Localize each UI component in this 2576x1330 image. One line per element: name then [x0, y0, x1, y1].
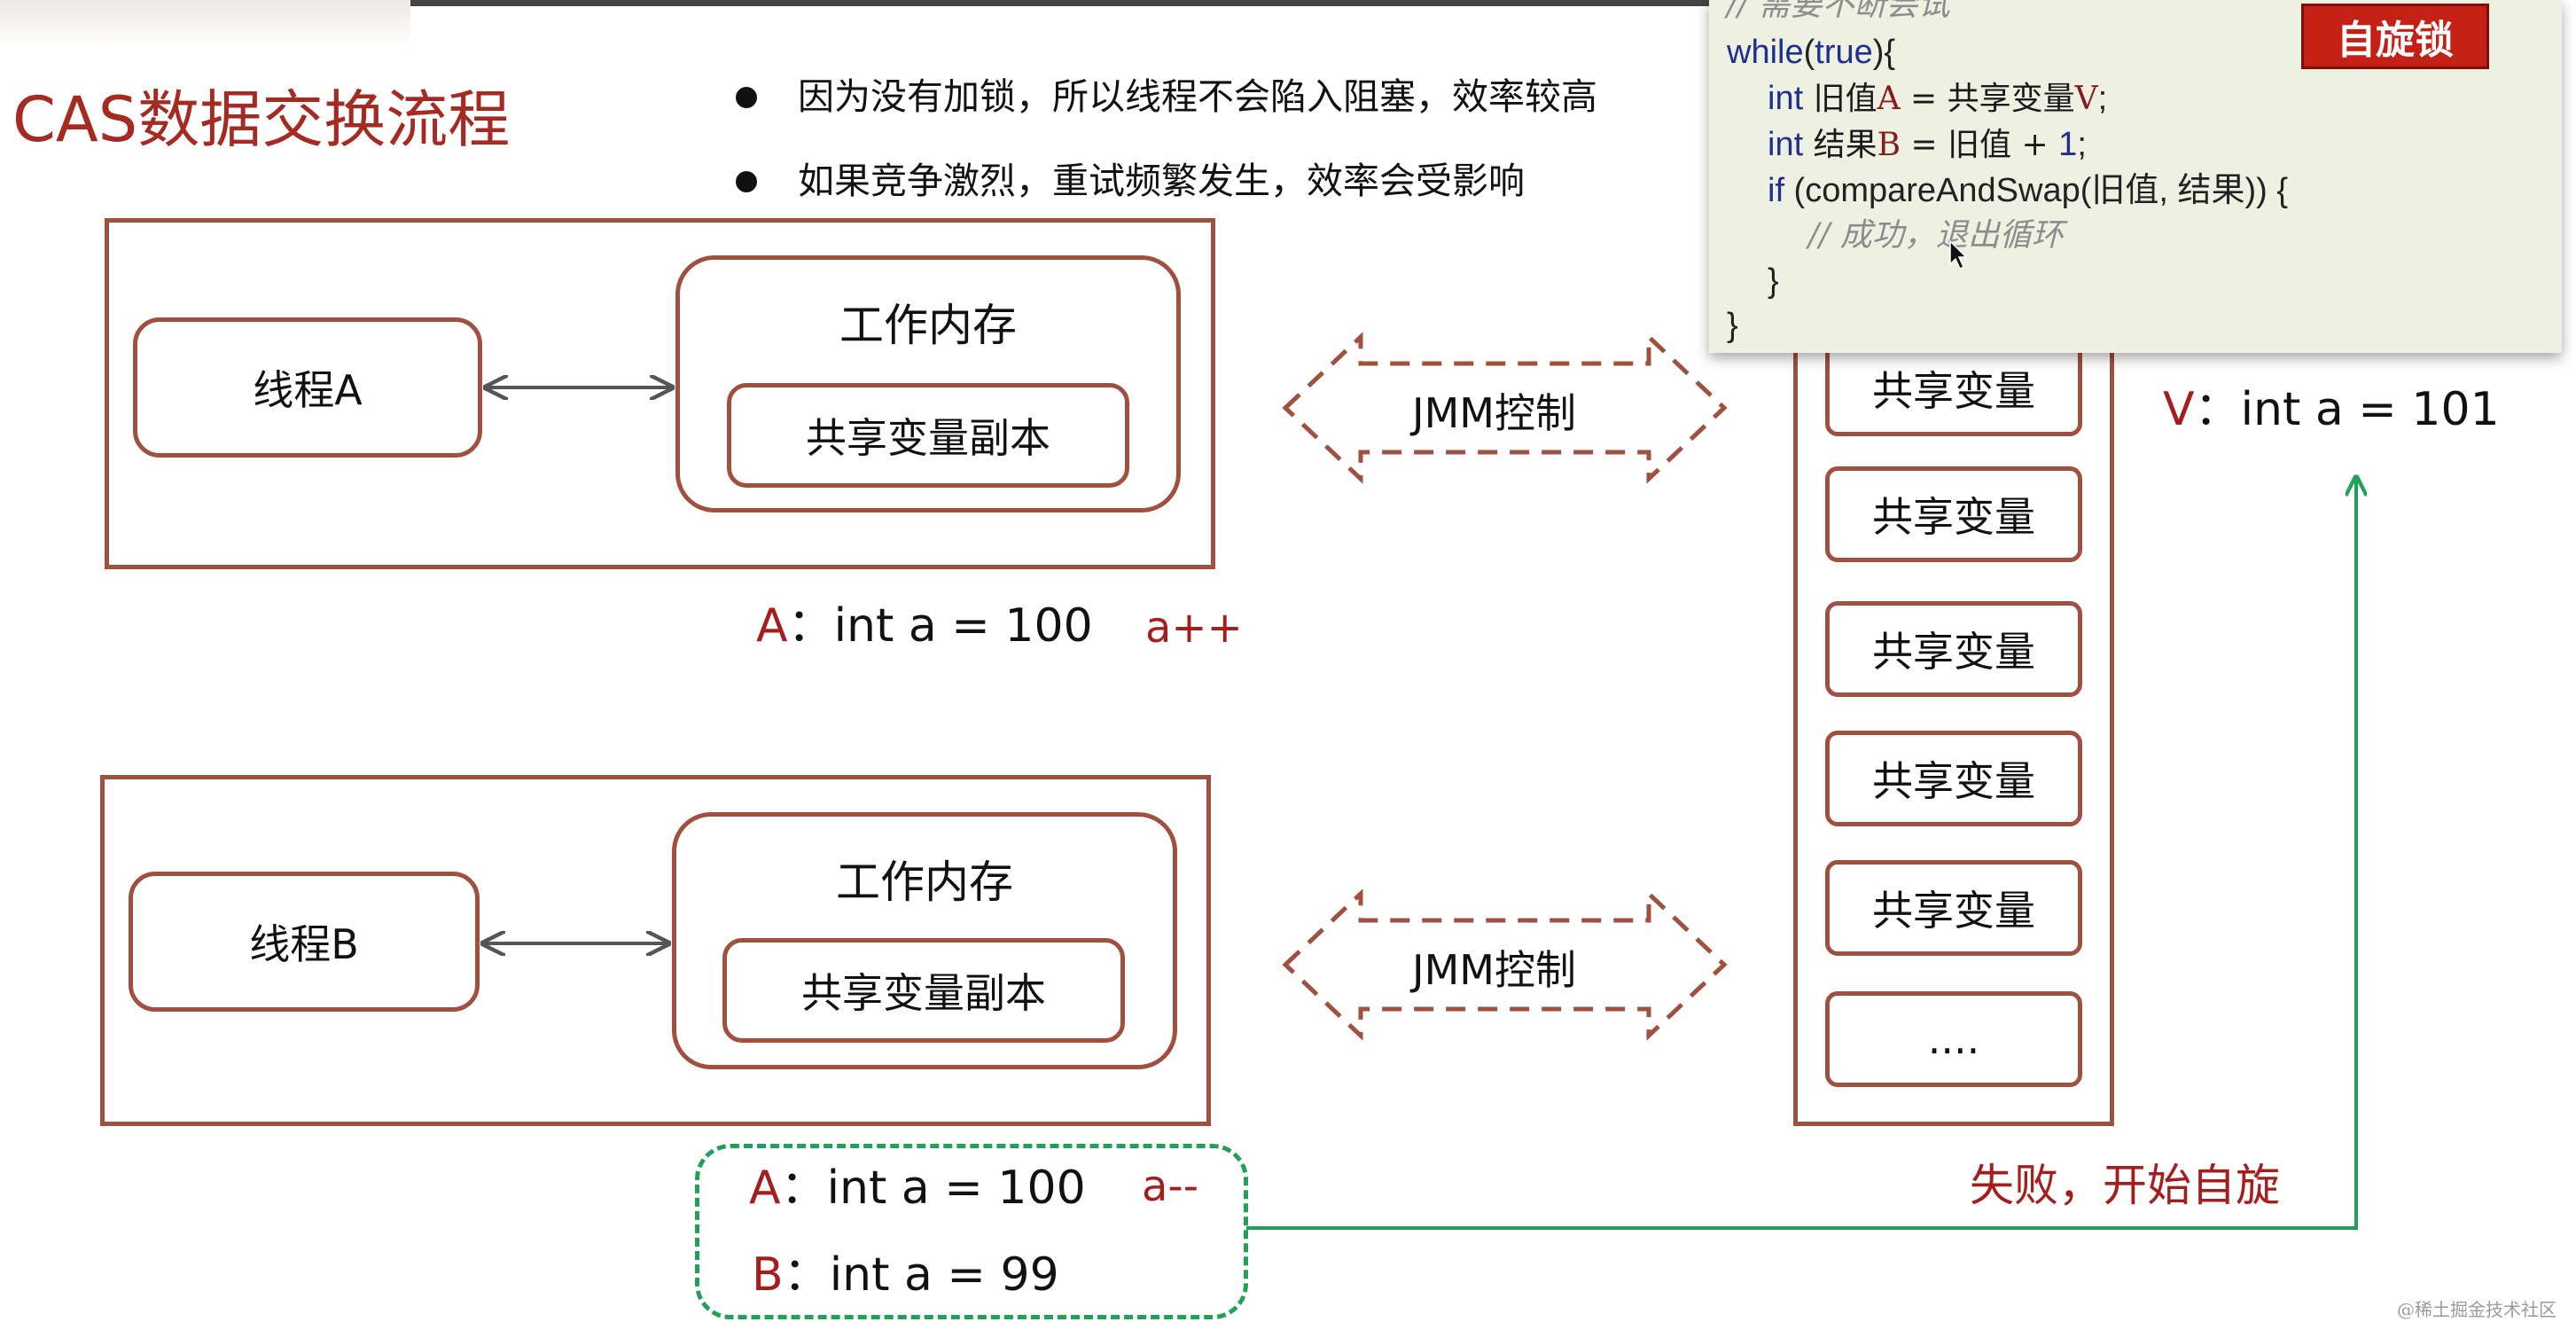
- code-line-if: if (compareAndSwap(旧值, 结果)) {: [1768, 174, 2288, 207]
- jmm-label-b: JMM控制: [1412, 946, 1576, 994]
- shared-variable-box: 共享变量: [1825, 860, 2082, 956]
- thread-a-box: 线程A: [133, 317, 482, 458]
- code-if-condition: (compareAndSwap(旧值, 结果)) {: [1784, 172, 2289, 209]
- thread-b-box: 线程B: [129, 872, 480, 1012]
- shared-variable-box: 共享变量: [1825, 466, 2082, 562]
- fail-spin-label: 失败，开始自旋: [1970, 1160, 2280, 1211]
- thread-b-label: 线程B: [249, 920, 359, 968]
- green-a-prefix: A: [749, 1162, 781, 1215]
- bullet-text: 因为没有加锁，所以线程不会陷入阻塞，效率较高: [798, 75, 1597, 118]
- shared-copy-label: 共享变量副本: [806, 414, 1050, 462]
- code-line-while-close: }: [1727, 307, 1738, 344]
- thread-b-shared-copy: 共享变量副本: [722, 938, 1125, 1043]
- shared-variable-label: 共享变量: [1872, 887, 2035, 935]
- main-memory-value-text: ：int a = 101: [2194, 383, 2500, 436]
- code-comment-text: // 需要不断尝试: [1727, 0, 1950, 23]
- code-comment-top: // 需要不断尝试: [1727, 0, 1950, 21]
- shared-variable-label: 共享变量: [1872, 493, 2035, 541]
- failed-values-box: [695, 1144, 1248, 1319]
- jmm-arrow-a: [1282, 332, 1728, 484]
- code-var-suffix: V: [2074, 81, 2098, 117]
- code-semicolon: ;: [2097, 80, 2108, 117]
- green-a-value-text: ：int a = 100: [780, 1162, 1086, 1215]
- bullet-dot-icon: [736, 171, 757, 192]
- jmm-label-a: JMM控制: [1412, 389, 1576, 437]
- code-brace: ){: [1872, 34, 1896, 71]
- page-title: CAS数据交换流程: [12, 83, 511, 156]
- shared-variable-label: ....: [1927, 1015, 1980, 1063]
- code-while-keyword: while: [1727, 34, 1804, 71]
- code-line-old-value: int 旧值A = 共享变量V;: [1768, 82, 2107, 115]
- code-line-if-close: }: [1768, 262, 1779, 300]
- main-memory-prefix: V: [2163, 383, 2195, 436]
- bullet-item: 如果竞争激烈，重试频繁发生，效率会受影响: [736, 139, 1597, 223]
- code-var-suffix: A: [1877, 81, 1901, 117]
- top-shade: [0, 0, 410, 49]
- code-true-keyword: true: [1815, 34, 1873, 71]
- code-var-name: 结果: [1803, 127, 1877, 163]
- thread-a-value: A：int a = 100: [756, 603, 1093, 649]
- green-b-value-text: ：int a = 99: [783, 1248, 1059, 1302]
- shared-variable-box: 共享变量: [1825, 731, 2082, 826]
- thread-a-op: a++: [1145, 603, 1243, 653]
- mouse-cursor-icon: [1949, 239, 1968, 270]
- green-a-value: A：int a = 100: [749, 1165, 1086, 1211]
- working-memory-title: 工作内存: [836, 857, 1013, 908]
- shared-variable-box: 共享变量: [1825, 601, 2082, 697]
- thread-a-prefix: A: [756, 599, 788, 653]
- code-paren: (: [1803, 34, 1815, 71]
- code-line-while: while(true){: [1727, 35, 1895, 69]
- bullet-dot-icon: [736, 87, 757, 108]
- shared-variable-label: 共享变量: [1872, 757, 2035, 805]
- green-b-value: B：int a = 99: [752, 1252, 1059, 1298]
- green-b-prefix: B: [752, 1248, 784, 1302]
- fail-connector-arrow: [1246, 477, 2356, 1230]
- code-if-keyword: if: [1768, 172, 1784, 209]
- jmm-arrow-b: [1282, 888, 1728, 1041]
- shared-variable-box: 共享变量: [1825, 340, 2082, 436]
- code-assign: = 共享变量: [1900, 81, 2075, 117]
- bullet-item: 因为没有加锁，所以线程不会陷入阻塞，效率较高: [736, 55, 1597, 139]
- code-line-success-comment: // 成功，退出循环: [1808, 218, 2064, 252]
- code-int-keyword: int: [1768, 126, 1804, 163]
- thread-a-shared-copy: 共享变量副本: [727, 383, 1129, 488]
- code-var-name: 旧值: [1803, 81, 1877, 117]
- code-semicolon: ;: [2077, 126, 2087, 163]
- shared-variable-label: 共享变量: [1872, 367, 2035, 415]
- working-memory-title: 工作内存: [839, 300, 1017, 351]
- shared-variable-label: 共享变量: [1872, 628, 2035, 676]
- top-bar: [410, 0, 1722, 6]
- shared-variable-box-more: ....: [1825, 991, 2082, 1087]
- code-comment-text: // 成功，退出循环: [1808, 217, 2064, 254]
- code-var-suffix: B: [1877, 127, 1901, 163]
- code-line-result: int 结果B = 旧值 + 1;: [1768, 128, 2087, 161]
- main-memory-value: V：int a = 101: [2163, 387, 2500, 433]
- spin-lock-badge: 自旋锁: [2301, 4, 2489, 69]
- watermark: @稀土掘金技术社区: [2397, 1299, 2556, 1320]
- bullet-list: 因为没有加锁，所以线程不会陷入阻塞，效率较高 如果竞争激烈，重试频繁发生，效率会…: [736, 55, 1597, 223]
- thread-a-label: 线程A: [253, 366, 363, 414]
- bullet-text: 如果竞争激烈，重试频繁发生，效率会受影响: [798, 160, 1525, 202]
- green-a-op: a--: [1142, 1162, 1199, 1211]
- thread-a-value-text: ：int a = 100: [787, 599, 1093, 653]
- shared-copy-label: 共享变量副本: [801, 969, 1046, 1017]
- code-int-keyword: int: [1768, 80, 1804, 117]
- code-assign: = 旧值 +: [1901, 127, 2059, 163]
- code-number: 1: [2058, 126, 2078, 163]
